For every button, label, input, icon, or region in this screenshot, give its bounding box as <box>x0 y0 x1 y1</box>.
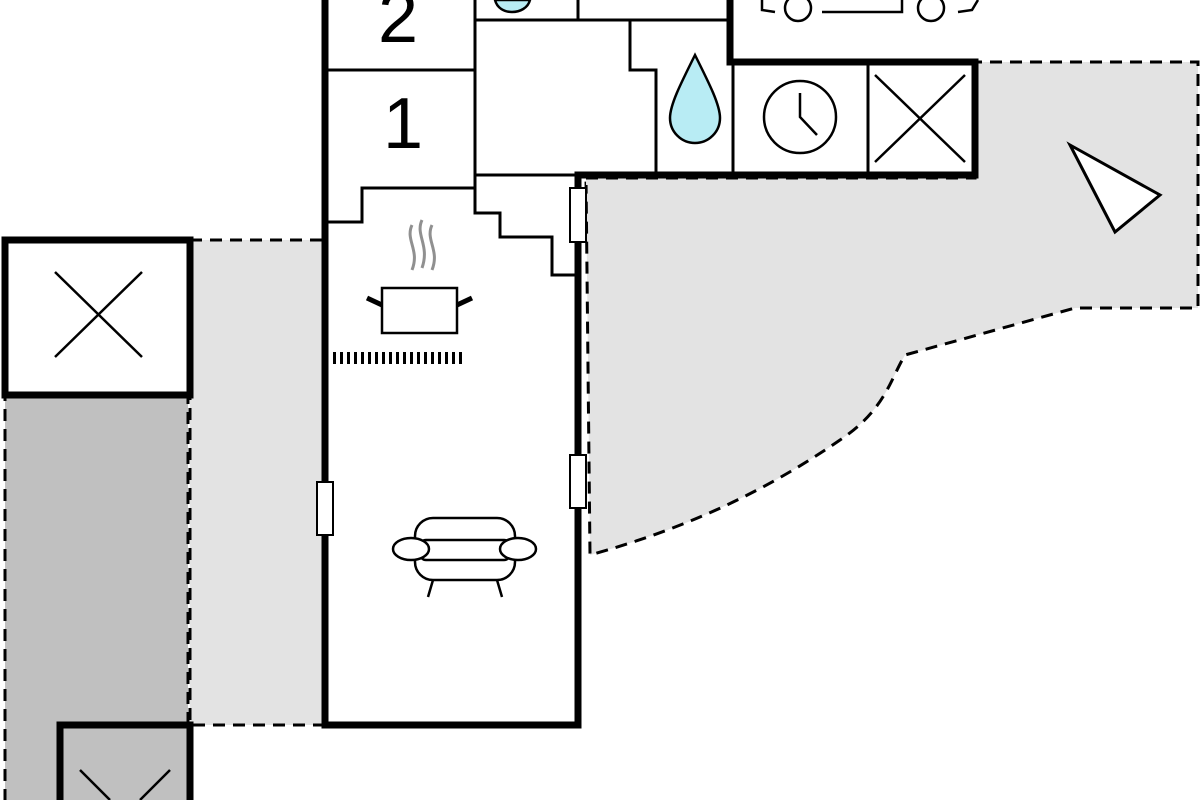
window <box>316 481 334 536</box>
bedroom-2-label: 2 <box>378 0 419 58</box>
terrace-left <box>188 238 327 727</box>
cross-icon <box>54 271 143 358</box>
cooking-pot-icon <box>333 219 474 364</box>
sofa-icon <box>391 516 538 598</box>
water-drop-icon <box>668 52 722 145</box>
cross-icon <box>874 74 966 163</box>
window <box>569 454 587 509</box>
window <box>569 187 587 243</box>
clock-icon <box>762 79 838 155</box>
cross-icon <box>79 769 171 800</box>
water-drop-icon <box>493 0 532 14</box>
terrace-right <box>584 60 1200 557</box>
north-arrow-icon <box>1066 141 1163 235</box>
storage-box-left <box>1 236 194 399</box>
bedroom-1-label: 1 <box>383 84 424 164</box>
car-icon <box>760 0 980 23</box>
paved-area <box>3 393 190 800</box>
